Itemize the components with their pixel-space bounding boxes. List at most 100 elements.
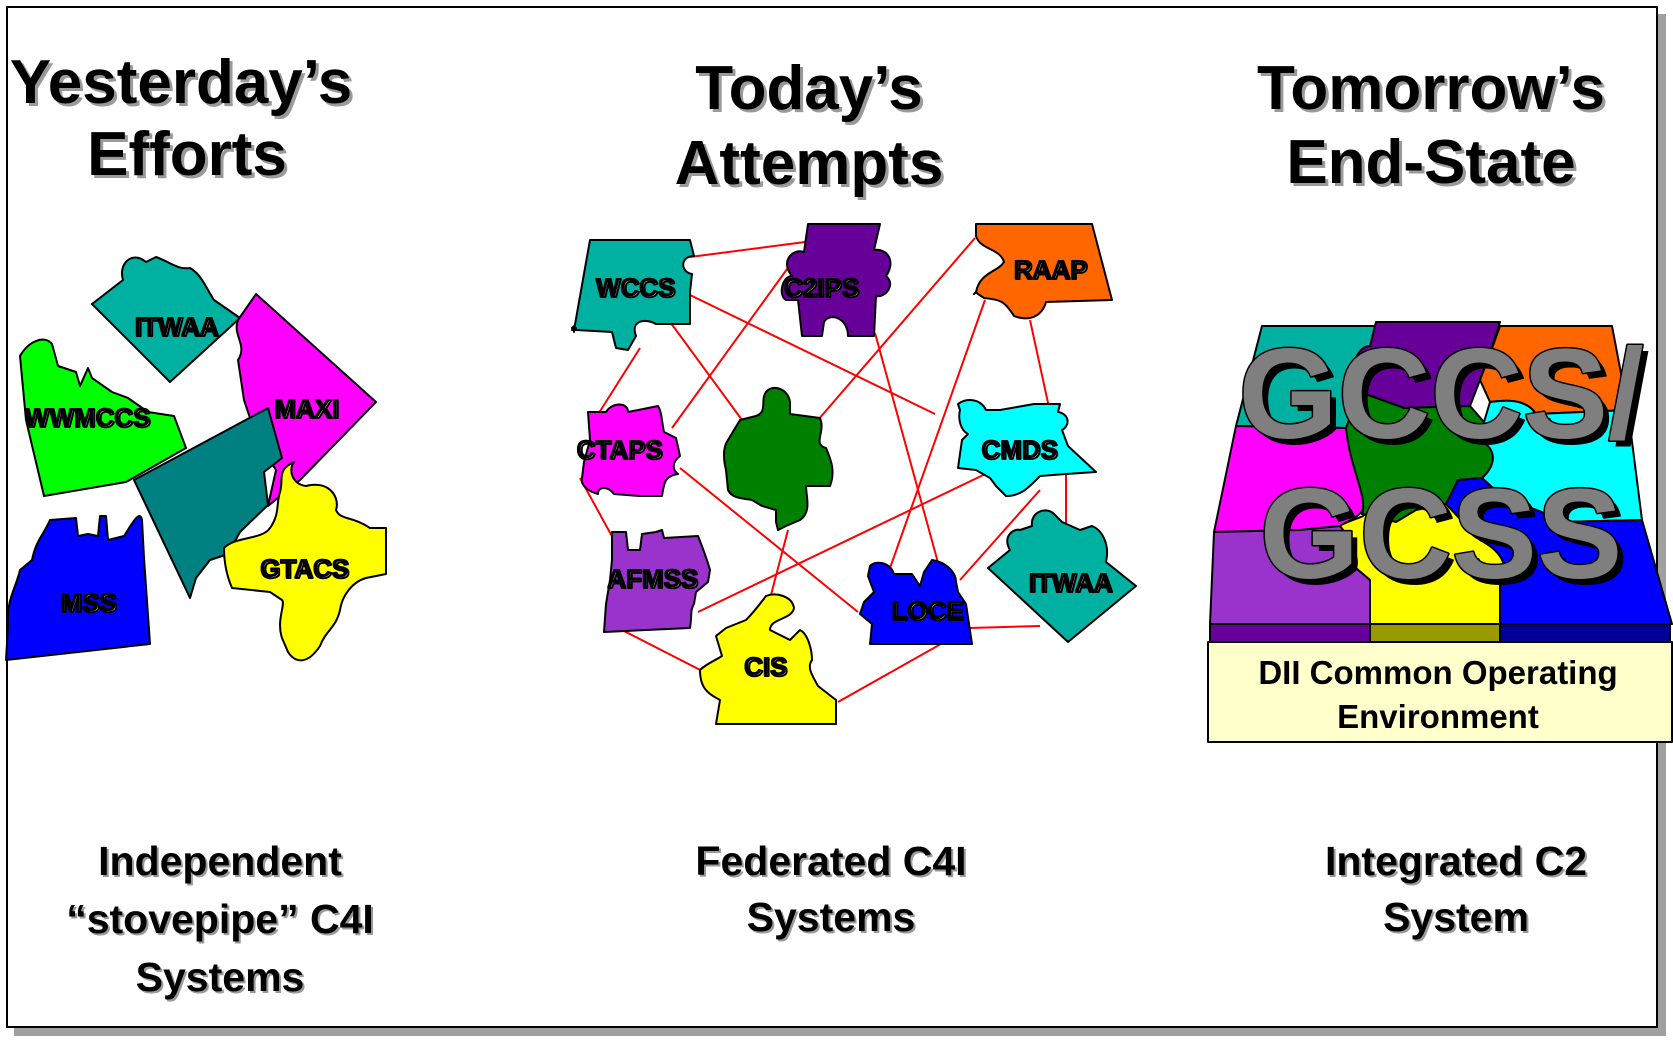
svg-text:GCSS: GCSS xyxy=(1266,469,1629,612)
title-today-line1: Today’s xyxy=(695,54,922,123)
label-wccs: WCCS xyxy=(595,272,674,302)
caption-today-line1: Federated C4I xyxy=(695,838,966,884)
link xyxy=(1029,319,1051,413)
svg-text:ITWAA: ITWAA xyxy=(135,312,219,342)
coe-line1: DII Common Operating xyxy=(1258,654,1617,691)
title-tomorrow-line1: Tomorrow’s xyxy=(1257,54,1605,123)
svg-text:LOCE: LOCE xyxy=(892,596,964,626)
svg-text:Systems: Systems xyxy=(749,896,918,942)
puzzle-piece-wwmccs xyxy=(19,338,187,497)
puzzle-piece-wccs xyxy=(571,239,695,351)
svg-text:Independent: Independent xyxy=(100,840,344,886)
label-afmss: AFMSS xyxy=(607,563,698,593)
label-itwaa-today: ITWAA xyxy=(1028,567,1112,597)
svg-text:“stovepipe” C4I: “stovepipe” C4I xyxy=(68,898,376,944)
svg-text:Federated C4I: Federated C4I xyxy=(697,840,968,886)
puzzle-piece-unlabeled-teal xyxy=(133,407,283,599)
svg-text:CMDS: CMDS xyxy=(982,435,1059,465)
svg-text:Today’s: Today’s xyxy=(698,57,925,126)
puzzle-piece-gtacs xyxy=(223,461,387,662)
link xyxy=(689,241,806,258)
caption-yesterday-line3: Systems xyxy=(136,954,305,1000)
link xyxy=(874,332,941,571)
puzzle-piece-mss xyxy=(5,515,151,661)
label-ctaps: CTAPS xyxy=(576,434,662,464)
title-tomorrow-line2: End-State xyxy=(1286,128,1575,197)
label-maxi: MAXI xyxy=(274,393,339,423)
puzzle-piece-loce xyxy=(859,559,973,645)
svg-text:CIS: CIS xyxy=(744,652,787,682)
link xyxy=(664,314,743,421)
svg-text:C2IPS: C2IPS xyxy=(784,273,859,303)
today-links xyxy=(579,237,1067,703)
label-itwaa-yesterday: ITWAA xyxy=(134,311,218,341)
yesterday-puzzle: ITWAA ITWAA MAXI MAXI WWMCCS WWMCCS MSS … xyxy=(5,256,387,662)
svg-text:MSS: MSS xyxy=(61,588,117,618)
label-mss: MSS xyxy=(60,587,116,617)
link xyxy=(596,347,641,417)
svg-text:Efforts: Efforts xyxy=(90,123,290,192)
caption-yesterday-line2: “stovepipe” C4I xyxy=(66,896,374,942)
title-today-line2: Attempts xyxy=(675,129,944,198)
caption-tomorrow-line2: System xyxy=(1383,894,1529,940)
puzzle-piece-cmds xyxy=(957,399,1097,497)
label-wwmccs: WWMCCS xyxy=(24,402,150,432)
tile-blue xyxy=(1445,477,1673,625)
svg-text:Yesterday’s: Yesterday’s xyxy=(13,51,355,120)
link xyxy=(817,237,976,421)
puzzle-piece-ctaps xyxy=(580,403,681,497)
label-loce: LOCE xyxy=(891,595,963,625)
svg-text:AFMSS: AFMSS xyxy=(608,564,699,594)
svg-text:Integrated C2: Integrated C2 xyxy=(1327,840,1589,886)
puzzle-piece-itwaa-yesterday xyxy=(91,256,241,383)
tomorrow-integrated: GCCS/ GCCS/ GCSS GCSS DII Common Operati… xyxy=(1207,321,1673,743)
column-titles: Yesterday’s Yesterday’s Efforts Efforts … xyxy=(10,48,1608,201)
label-gtacs: GTACS xyxy=(259,553,348,583)
svg-text:GCCS/: GCCS/ xyxy=(1244,329,1649,472)
big-label-line2: GCSS xyxy=(1260,463,1623,606)
svg-text:System: System xyxy=(1385,896,1531,942)
link xyxy=(969,625,1041,629)
link xyxy=(889,299,986,569)
svg-text:RAAP: RAAP xyxy=(1014,255,1088,285)
column-captions: Independent Independent “stovepipe” C4I … xyxy=(66,838,1589,1002)
svg-text:MAXI: MAXI xyxy=(275,394,340,424)
caption-today-line2: Systems xyxy=(747,894,916,940)
svg-text:Tomorrow’s: Tomorrow’s xyxy=(1260,57,1608,126)
svg-text:WCCS: WCCS xyxy=(596,273,675,303)
link xyxy=(959,489,1041,581)
link xyxy=(689,294,936,415)
svg-text:WWMCCS: WWMCCS xyxy=(25,403,151,433)
label-raap: RAAP xyxy=(1013,254,1087,284)
puzzle-piece-itwaa-today xyxy=(987,509,1137,643)
today-puzzle: WCCS WCCS C2IPS C2IPS RAAP RAAP CTAPS CT… xyxy=(571,223,1137,725)
puzzle-piece-c2ips xyxy=(780,223,892,337)
title-yesterday-line2: Efforts xyxy=(87,120,287,189)
coe-line2: Environment xyxy=(1337,698,1539,735)
svg-text:End-State: End-State xyxy=(1289,131,1578,200)
puzzle-piece-unlabeled-green xyxy=(723,386,834,531)
link xyxy=(671,264,791,429)
svg-text:GTACS: GTACS xyxy=(260,554,349,584)
link xyxy=(621,629,713,677)
puzzle-piece-raap xyxy=(973,223,1113,320)
link xyxy=(837,639,949,703)
link xyxy=(697,465,1003,613)
tile-purple xyxy=(1351,321,1501,409)
title-yesterday-line1: Yesterday’s xyxy=(10,48,352,117)
svg-text:ITWAA: ITWAA xyxy=(1029,568,1113,598)
puzzle-piece-afmss xyxy=(603,529,711,633)
puzzle-piece-cis xyxy=(699,593,837,725)
caption-tomorrow-line1: Integrated C2 xyxy=(1325,838,1587,884)
svg-text:Attempts: Attempts xyxy=(678,132,947,201)
caption-yesterday-line1: Independent xyxy=(98,838,342,884)
link xyxy=(679,467,859,613)
svg-text:Systems: Systems xyxy=(138,956,307,1002)
svg-text:CTAPS: CTAPS xyxy=(577,435,663,465)
big-label-line1: GCCS/ xyxy=(1238,323,1643,466)
label-cmds: CMDS xyxy=(981,434,1058,464)
label-c2ips: C2IPS xyxy=(783,272,858,302)
label-cis: CIS xyxy=(743,651,786,681)
